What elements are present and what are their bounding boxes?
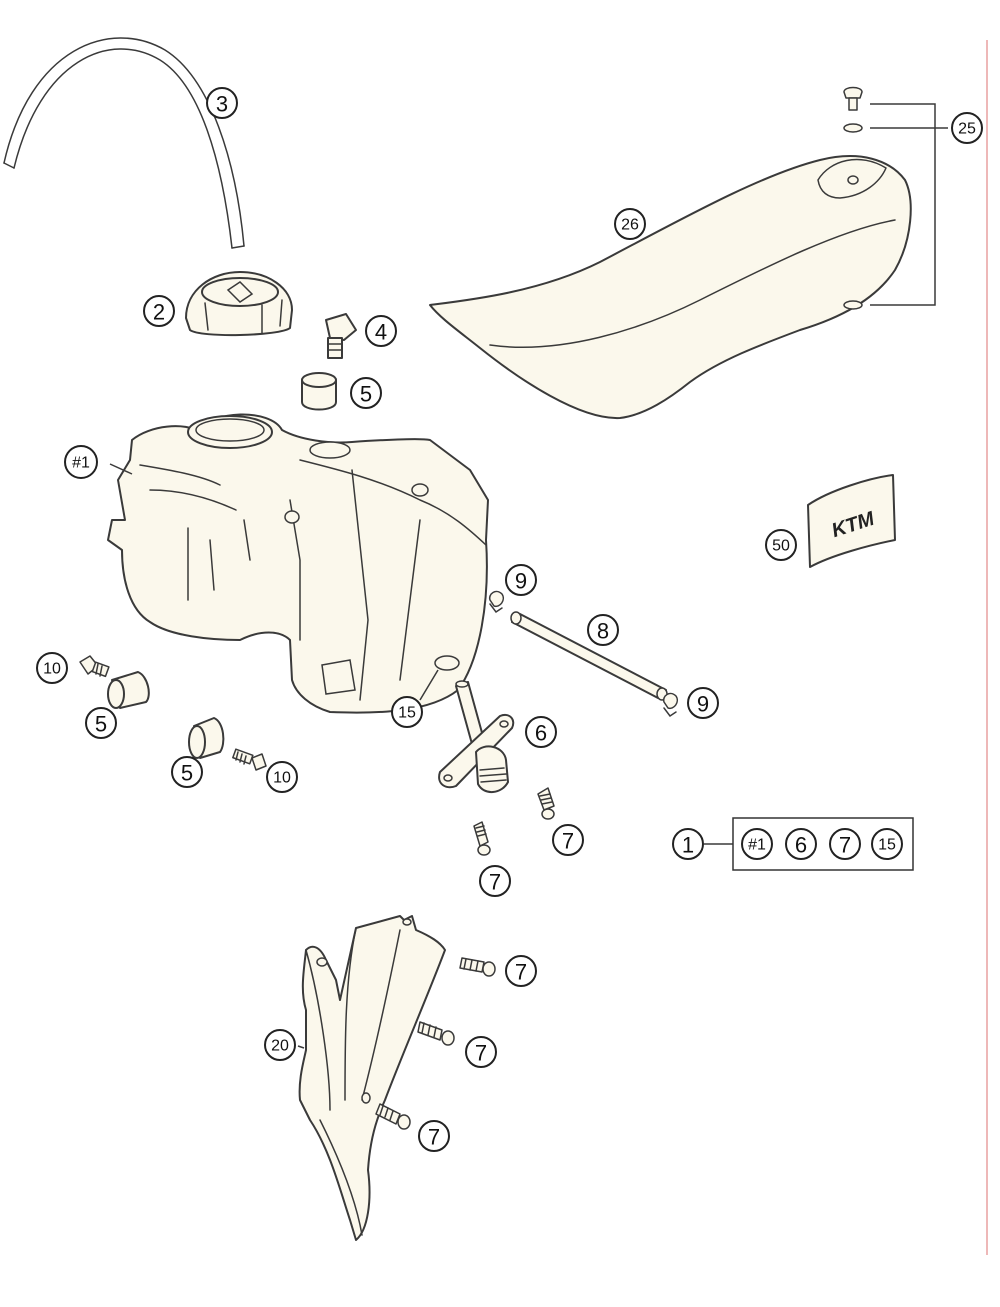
seat-screw-and-washers xyxy=(843,86,948,310)
callout-7-spoiler-bottom-label: 7 xyxy=(428,1125,440,1150)
tank-bolt-left-top xyxy=(79,655,110,678)
kit-item-hash-1-label: #1 xyxy=(748,837,766,854)
callout-7-spoiler-middle-label: 7 xyxy=(475,1041,487,1066)
callout-10-lower: 10 xyxy=(266,761,298,793)
callout-10-left: 10 xyxy=(36,652,68,684)
callout-50: 50 xyxy=(765,529,797,561)
callout-7-spoiler-bottom: 7 xyxy=(418,1120,450,1152)
callout-7-spoiler-top-label: 7 xyxy=(515,960,527,985)
callout-7-tap-right: 7 xyxy=(552,824,584,856)
callout-4-label: 4 xyxy=(375,320,387,345)
o-ring xyxy=(419,655,460,701)
callout-9-bottom-label: 9 xyxy=(697,692,709,717)
ktm-decal: KTM xyxy=(807,474,896,568)
callout-1: 1 xyxy=(672,828,704,860)
callout-6: 6 xyxy=(525,716,557,748)
callout-5-lower-label: 5 xyxy=(181,761,193,786)
callout-50-label: 50 xyxy=(772,538,790,555)
callout-25-label: 25 xyxy=(958,121,976,138)
screw-spoiler-middle xyxy=(417,1021,455,1046)
callout-9-bottom: 9 xyxy=(687,687,719,719)
hose-clamp-top xyxy=(488,590,505,614)
callout-10-lower-label: 10 xyxy=(273,770,291,787)
callout-7-tap-left-label: 7 xyxy=(489,870,501,895)
callout-8: 8 xyxy=(587,614,619,646)
screw-spoiler-bottom xyxy=(375,1103,411,1130)
callout-7-tap-left: 7 xyxy=(479,865,511,897)
callout-3-label: 3 xyxy=(216,92,228,117)
fuel-tap xyxy=(438,680,515,793)
callout-3: 3 xyxy=(206,87,238,119)
rubber-bushing-left xyxy=(107,671,150,709)
kit-item-7-label: 7 xyxy=(839,833,851,858)
callout-4: 4 xyxy=(365,315,397,347)
screw-spoiler-top xyxy=(459,957,496,977)
callout-hash-1-label: #1 xyxy=(72,455,90,472)
screw-tap-right xyxy=(537,787,555,820)
callout-5-top: 5 xyxy=(350,377,382,409)
callout-5-left-label: 5 xyxy=(95,712,107,737)
callout-9-top: 9 xyxy=(505,564,537,596)
callout-7-spoiler-top: 7 xyxy=(505,955,537,987)
fuel-breather-hose xyxy=(3,37,245,249)
callout-8-label: 8 xyxy=(597,619,609,644)
fuel-tank xyxy=(107,413,489,714)
seat xyxy=(429,155,912,420)
callout-9-top-label: 9 xyxy=(515,569,527,594)
callout-5-top-label: 5 xyxy=(360,382,372,407)
tank-bolt-lower xyxy=(232,748,267,771)
callout-5-left: 5 xyxy=(85,707,117,739)
hose-clamp-bottom xyxy=(662,692,679,718)
kit-item-hash-1: #1 xyxy=(741,828,773,860)
callout-25: 25 xyxy=(951,112,983,144)
mounting-bolt xyxy=(325,313,357,359)
callout-7-tap-right-label: 7 xyxy=(562,829,574,854)
kit-item-6: 6 xyxy=(785,828,817,860)
callout-15-label: 15 xyxy=(398,705,416,722)
fuel-cap xyxy=(185,271,293,337)
callout-20: 20 xyxy=(264,1029,296,1061)
screw-tap-left xyxy=(473,821,491,856)
callout-2: 2 xyxy=(143,295,175,327)
callout-10-left-label: 10 xyxy=(43,661,61,678)
callout-26: 26 xyxy=(614,208,646,240)
radiator-spoiler xyxy=(297,915,446,1241)
kit-item-15: 15 xyxy=(871,828,903,860)
callout-26-label: 26 xyxy=(621,217,639,234)
callout-1-label: 1 xyxy=(682,833,694,858)
callout-hash-1: #1 xyxy=(64,445,98,479)
callout-15: 15 xyxy=(391,696,423,728)
callout-2-label: 2 xyxy=(153,300,165,325)
rubber-bushing-top xyxy=(301,372,337,411)
callout-20-label: 20 xyxy=(271,1038,289,1055)
kit-item-15-label: 15 xyxy=(878,837,896,854)
callout-7-spoiler-middle: 7 xyxy=(465,1036,497,1068)
kit-item-7: 7 xyxy=(829,828,861,860)
rubber-bushing-lower xyxy=(188,717,225,759)
callout-6-label: 6 xyxy=(535,721,547,746)
kit-item-6-label: 6 xyxy=(795,833,807,858)
callout-5-lower: 5 xyxy=(171,756,203,788)
